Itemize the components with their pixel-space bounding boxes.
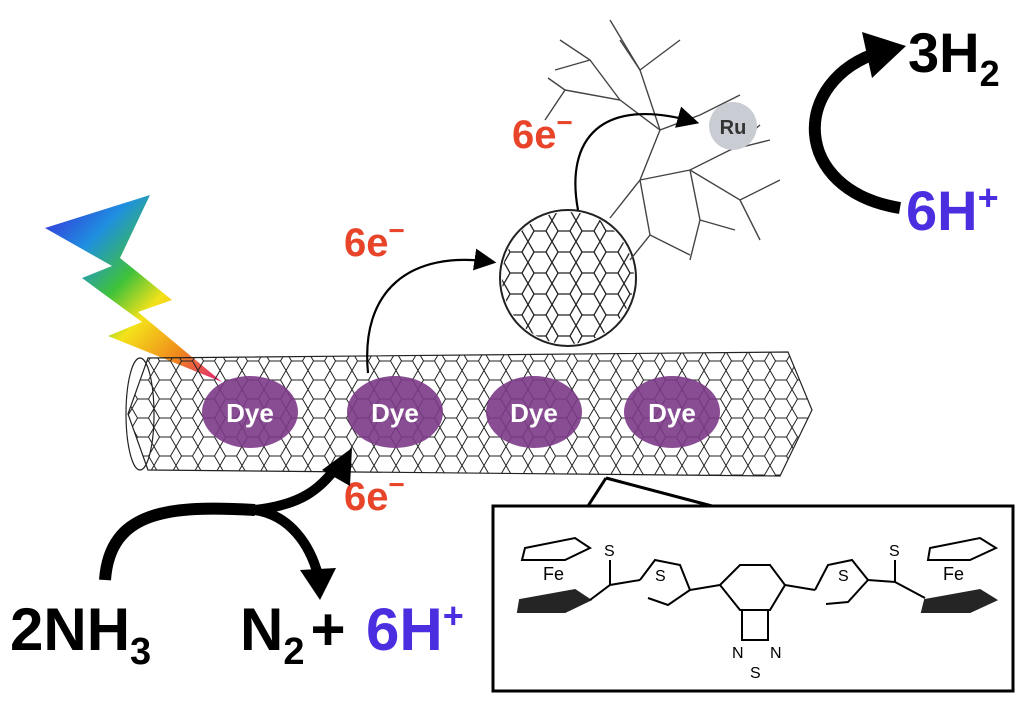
nitrogen-product: N2+: [240, 596, 346, 673]
dye-label-2: Dye: [371, 398, 419, 428]
electron-label-bottom: 6e−: [344, 469, 405, 519]
nitrogen-label-1: N: [732, 645, 744, 662]
sulfur-label-5: S: [750, 665, 761, 682]
sulfur-label-3: S: [838, 568, 849, 585]
sulfur-label-1: S: [604, 543, 615, 560]
ferrocene-left: [516, 536, 593, 613]
ruthenium-site: Ru: [709, 102, 757, 150]
dye-spot-2: Dye: [347, 376, 443, 448]
fe-label-right: Fe: [943, 564, 964, 584]
protons-right: 6H+: [906, 177, 999, 242]
dye-label-3: Dye: [510, 398, 558, 428]
light-bolt-icon: [45, 195, 222, 382]
dye-label-1: Dye: [226, 398, 274, 428]
nitrogen-label-2: N: [770, 645, 782, 662]
arrow-to-nitrogen: [254, 505, 323, 577]
protons-bottom: 6H+: [366, 595, 464, 663]
electron-label-top: 6e−: [512, 107, 573, 157]
ferrocene-right: [920, 536, 999, 613]
ru-label: Ru: [720, 117, 747, 139]
carbon-nanotube: [125, 351, 813, 477]
electron-label-mid: 6e−: [344, 215, 405, 265]
sulfur-label-4: S: [889, 543, 900, 560]
dye-label-4: Dye: [648, 398, 696, 428]
dye-spot-3: Dye: [486, 376, 582, 448]
arrow-head-hydrogen: [862, 32, 906, 78]
hydrogen-product: 3H2: [908, 21, 1000, 94]
arrow-ammonia-split: [99, 502, 256, 581]
dye-spot-4: Dye: [624, 376, 720, 448]
arrow-head-nanotube: [322, 448, 352, 486]
arrow-head-nitrogen: [300, 568, 336, 600]
arrow-dye-to-fullerene: [366, 248, 497, 374]
sulfur-label-2: S: [655, 568, 666, 585]
fullerene-ball: [499, 209, 637, 347]
dye-structure-inset: Fe Fe S S S S N N S: [491, 504, 1015, 693]
inset-connector: [586, 476, 713, 508]
arrow-protons-to-hydrogen: [809, 46, 901, 214]
molecule-backbone: [589, 558, 926, 641]
fe-label-left: Fe: [543, 564, 564, 584]
dye-spot-1: Dye: [202, 376, 298, 448]
arrow-fullerene-to-ru: [574, 106, 700, 211]
ammonia-reactant: 2NH3: [10, 596, 151, 673]
